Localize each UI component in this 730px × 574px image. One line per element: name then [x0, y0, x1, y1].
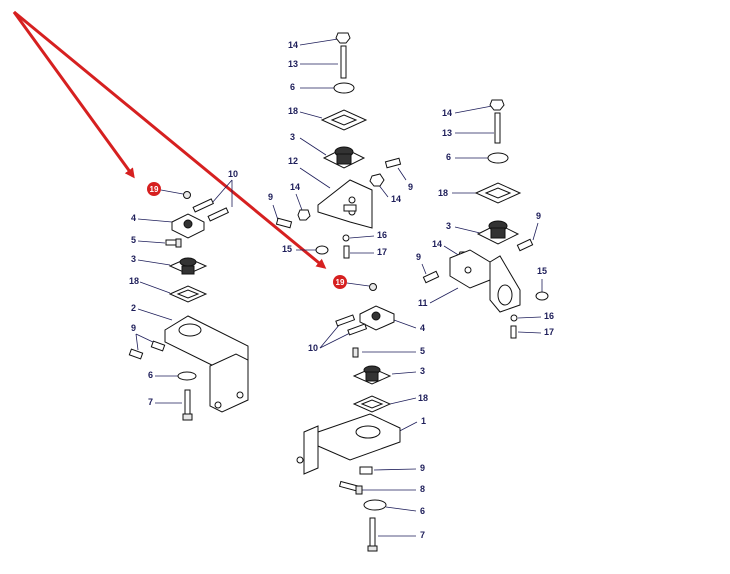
- badge-label: 19: [150, 185, 159, 194]
- callout-13: 13: [288, 59, 298, 69]
- callout-10: 10: [308, 343, 318, 353]
- callout-4: 4: [420, 323, 425, 333]
- callout-11: 11: [418, 298, 428, 308]
- callout-6: 6: [290, 82, 295, 92]
- callout-16: 16: [377, 230, 387, 240]
- callout-10: 10: [228, 169, 238, 179]
- red-arrow-to-center-19: [13, 10, 327, 269]
- callout-5: 5: [131, 235, 136, 245]
- callout-17: 17: [377, 247, 387, 257]
- callout-14: 14: [391, 194, 401, 204]
- callout-7: 7: [148, 397, 153, 407]
- callout-15: 15: [282, 244, 292, 254]
- callout-14: 14: [290, 182, 300, 192]
- callout-14: 14: [442, 108, 452, 118]
- callout-7: 7: [420, 530, 425, 540]
- callout-6: 6: [148, 370, 153, 380]
- callout-4: 4: [131, 213, 136, 223]
- red-arrow-to-left-19: [12, 11, 135, 179]
- callout-15: 15: [537, 266, 547, 276]
- callout-6: 6: [446, 152, 451, 162]
- callout-8: 8: [420, 484, 425, 494]
- callout-9: 9: [416, 252, 421, 262]
- callout-14: 14: [432, 239, 442, 249]
- callout-3: 3: [290, 132, 295, 142]
- callout-16: 16: [544, 311, 554, 321]
- callout-3: 3: [446, 221, 451, 231]
- part-19-badge-center[interactable]: [333, 275, 347, 289]
- red-pointer-arrows: [12, 10, 327, 269]
- part-19-badge-left[interactable]: [147, 182, 161, 196]
- callout-3: 3: [131, 254, 136, 264]
- callout-9: 9: [408, 182, 413, 192]
- callout-3: 3: [420, 366, 425, 376]
- badge-label: 19: [336, 278, 345, 287]
- callout-9: 9: [131, 323, 136, 333]
- left-mount-assembly: 19 10 4 5 3 18 2: [128, 169, 249, 421]
- callout-17: 17: [544, 327, 554, 337]
- callout-2: 2: [131, 303, 136, 313]
- callout-14: 14: [288, 40, 298, 50]
- callout-6: 6: [420, 506, 425, 516]
- bottom-center-mount-assembly: 19 4 10 5 3 18 1: [296, 275, 428, 552]
- callout-9: 9: [268, 192, 273, 202]
- top-center-mount-assembly: 14 13 6 18 3 12 9 14: [268, 32, 413, 259]
- callout-18: 18: [418, 393, 428, 403]
- right-mount-assembly: 14 13 6 18 3 9 14 9 15 11: [416, 99, 554, 339]
- callout-18: 18: [288, 106, 298, 116]
- callout-13: 13: [442, 128, 452, 138]
- callout-9: 9: [420, 463, 425, 473]
- callout-1: 1: [421, 416, 426, 426]
- callout-12: 12: [288, 156, 298, 166]
- callout-18: 18: [438, 188, 448, 198]
- callout-5: 5: [420, 346, 425, 356]
- callout-9: 9: [536, 211, 541, 221]
- callout-18: 18: [129, 276, 139, 286]
